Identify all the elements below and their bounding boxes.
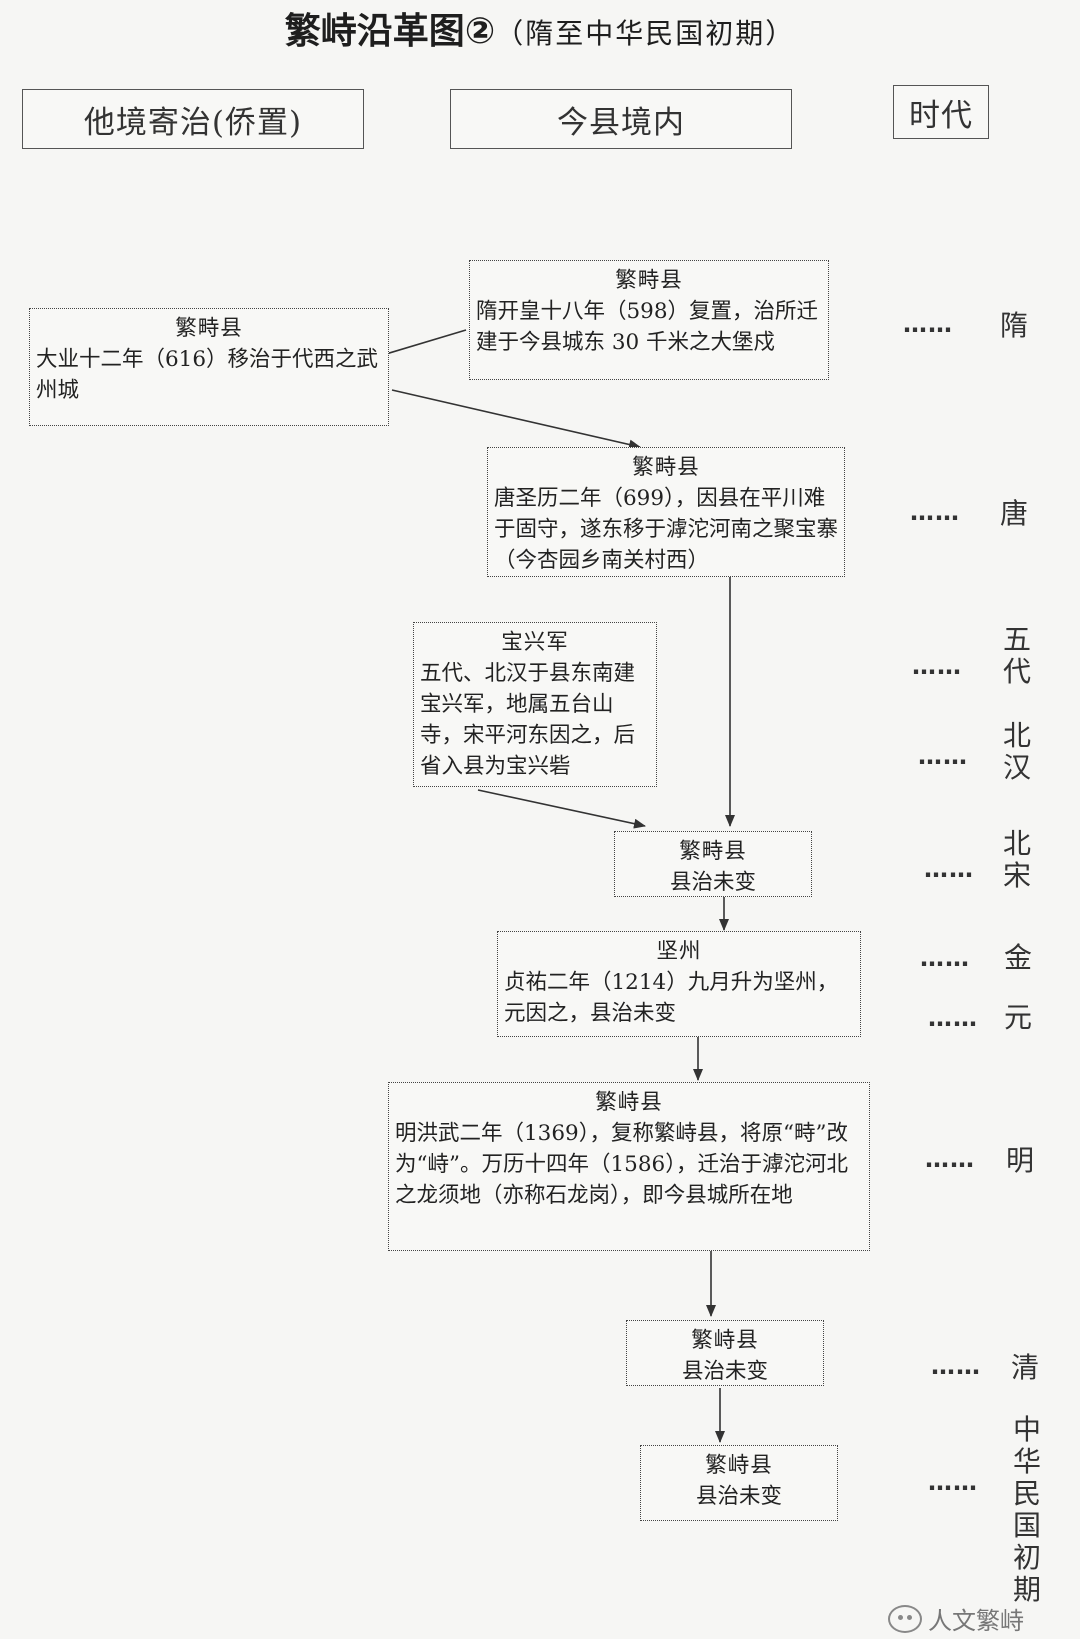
node-minguo-fanshi: 繁峙县 县治未变 — [640, 1445, 838, 1521]
era-yuan: 元 — [1003, 1001, 1032, 1034]
era-minguo: 中华民国初期 — [1012, 1413, 1041, 1606]
node-tang-name: 繁畤县 — [632, 455, 700, 480]
header-current-county: 今县境内 — [450, 89, 792, 149]
node-song-body: 县治未变 — [669, 870, 756, 895]
era-sui: 隋 — [999, 309, 1028, 342]
node-baoxing-jun: 宝兴军 五代、北汉于县东南建宝兴军，地属五台山寺，宋平河东因之，后省入县为宝兴砦 — [413, 622, 657, 787]
arrow-qiao-to-tang — [391, 389, 641, 450]
title-main: 繁峙沿革图② — [284, 11, 496, 52]
leader-tang: …… — [910, 498, 960, 526]
leader-wudai: …… — [912, 652, 962, 680]
era-wudai: 五代 — [1002, 623, 1031, 688]
node-song-name: 繁畤县 — [679, 839, 747, 864]
node-sui-body: 隋开皇十八年（598）复置，治所迁建于今县城东 30 千米之大堡戍 — [476, 299, 819, 355]
era-ming: 明 — [1005, 1144, 1034, 1177]
era-beisong: 北宋 — [1002, 827, 1031, 892]
leader-beihan: …… — [918, 742, 968, 770]
era-qing: 清 — [1010, 1351, 1039, 1384]
page-title: 繁峙沿革图②（隋至中华民国初期） — [0, 8, 1080, 58]
node-tang-body: 唐圣历二年（699），因县在平川难于固守，遂东移于滹沱河南之聚宝寨（今杏园乡南关… — [494, 486, 839, 573]
node-qing-name: 繁峙县 — [691, 1328, 759, 1353]
node-sui-qiao-fanshi: 繁畤县 大业十二年（616）移治于代西之武州城 — [29, 308, 389, 426]
leader-qing: …… — [931, 1352, 981, 1380]
era-beihan: 北汉 — [1002, 719, 1031, 784]
header-other-territory: 他境寄治(侨置) — [22, 89, 364, 149]
node-jin-name: 坚州 — [656, 939, 702, 964]
header-era-label: 时代 — [909, 97, 973, 134]
arrow-baoxing-to-song — [477, 789, 646, 829]
node-ming-name: 繁峙县 — [595, 1090, 663, 1115]
node-minguo-name: 繁峙县 — [705, 1453, 773, 1478]
node-sui-qiao-name: 繁畤县 — [175, 316, 243, 341]
wechat-icon — [888, 1604, 922, 1633]
node-qing-fanshi: 繁峙县 县治未变 — [626, 1320, 824, 1386]
leader-beisong: …… — [924, 855, 974, 883]
leader-ming: …… — [925, 1145, 975, 1173]
node-ming-body: 明洪武二年（1369），复称繁峙县，将原“畤”改为“峙”。万历十四年（1586）… — [395, 1121, 848, 1208]
leader-minguo: …… — [928, 1468, 978, 1496]
node-baoxing-name: 宝兴军 — [501, 630, 569, 655]
node-jin-body: 贞祐二年（1214）九月升为坚州，元因之，县治未变 — [504, 970, 839, 1026]
era-tang: 唐 — [999, 497, 1028, 530]
header-era: 时代 — [893, 85, 989, 139]
node-ming-fanshi: 繁峙县 明洪武二年（1369），复称繁峙县，将原“畤”改为“峙”。万历十四年（1… — [388, 1082, 870, 1251]
node-baoxing-body: 五代、北汉于县东南建宝兴军，地属五台山寺，宋平河东因之，后省入县为宝兴砦 — [420, 661, 636, 779]
watermark: 人文繁峙 — [888, 1601, 1024, 1636]
node-qing-body: 县治未变 — [681, 1359, 768, 1384]
node-jin-jianzhou: 坚州 贞祐二年（1214）九月升为坚州，元因之，县治未变 — [497, 931, 861, 1037]
node-tang-fanshi: 繁畤县 唐圣历二年（699），因县在平川难于固守，遂东移于滹沱河南之聚宝寨（今杏… — [487, 447, 845, 577]
arrow-sui-to-qiao — [375, 329, 467, 359]
leader-yuan: …… — [928, 1004, 978, 1032]
watermark-label: 人文繁峙 — [928, 1607, 1024, 1635]
era-jin: 金 — [1003, 941, 1032, 974]
title-sub: （隋至中华民国初期） — [495, 17, 796, 50]
node-sui-qiao-body: 大业十二年（616）移治于代西之武州城 — [36, 347, 379, 403]
header-current-county-label: 今县境内 — [557, 104, 685, 141]
leader-sui: …… — [903, 310, 953, 338]
node-minguo-body: 县治未变 — [695, 1484, 782, 1509]
node-sui-fanshi: 繁畤县 隋开皇十八年（598）复置，治所迁建于今县城东 30 千米之大堡戍 — [469, 260, 829, 380]
header-other-territory-label: 他境寄治(侨置) — [83, 104, 303, 141]
node-song-fanshi: 繁畤县 县治未变 — [614, 831, 812, 897]
node-sui-name: 繁畤县 — [615, 268, 683, 293]
leader-jin: …… — [920, 944, 970, 972]
